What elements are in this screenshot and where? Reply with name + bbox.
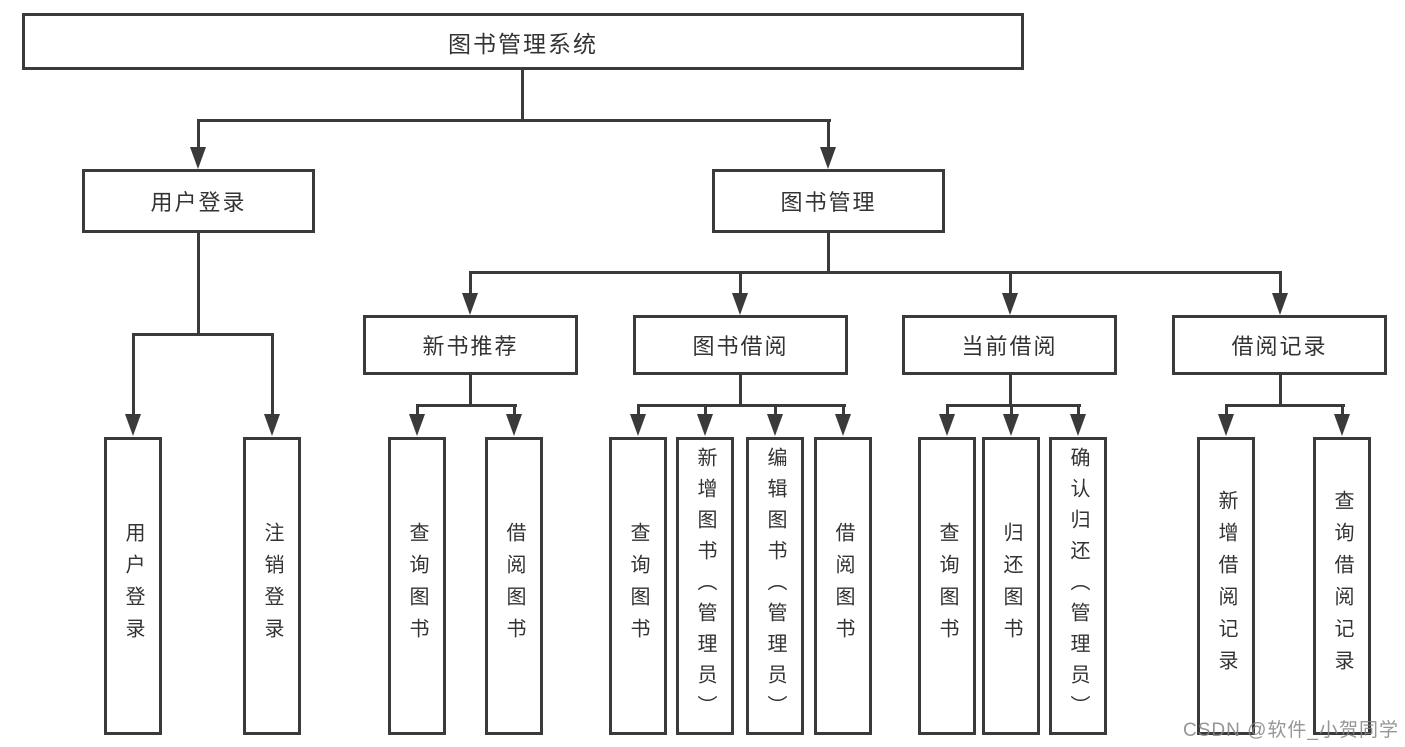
leaf-label: 查询图书 <box>936 522 958 650</box>
node-current-borrowing: 当前借阅 <box>902 315 1117 375</box>
arrow-down-icon <box>630 414 646 436</box>
arrow-down-icon <box>1272 293 1288 315</box>
leaf-borrow-books: 借阅图书 <box>814 437 872 735</box>
node-book-borrowing: 图书借阅 <box>633 315 848 375</box>
node-label: 当前借阅 <box>961 334 1058 359</box>
connector-line <box>197 233 200 336</box>
node-borrowing-records: 借阅记录 <box>1172 315 1387 375</box>
connector-line <box>521 70 524 120</box>
leaf-query-books-borrow: 查询图书 <box>609 437 667 735</box>
arrow-down-icon <box>820 147 836 169</box>
leaf-label: 借阅图书 <box>832 522 854 650</box>
leaf-add-books-admin: 新增图书（管理员） <box>676 437 734 735</box>
connector-line <box>132 333 135 418</box>
leaf-label: 确认归还（管理员） <box>1067 446 1089 726</box>
arrow-down-icon <box>1334 414 1350 436</box>
node-user-login: 用户登录 <box>82 169 315 233</box>
connector-line <box>416 404 517 407</box>
leaf-query-books-recommend: 查询图书 <box>388 437 446 735</box>
connector-line <box>416 404 419 418</box>
connector-line <box>197 119 200 150</box>
connector-line <box>946 404 1081 407</box>
connector-line <box>842 404 845 418</box>
node-label: 用户登录 <box>150 190 247 215</box>
connector-line <box>271 333 274 418</box>
connector-line <box>1225 404 1345 407</box>
leaf-query-borrow-record: 查询借阅记录 <box>1313 437 1371 735</box>
connector-line <box>513 404 516 418</box>
node-label: 图书借阅 <box>692 334 789 359</box>
arrow-down-icon <box>1070 414 1086 436</box>
connector-line <box>469 271 1282 274</box>
leaf-label: 借阅图书 <box>503 522 525 650</box>
connector-line <box>1009 375 1012 407</box>
leaf-logout: 注销登录 <box>243 437 301 735</box>
node-label: 新书推荐 <box>422 334 519 359</box>
leaf-query-books-current: 查询图书 <box>918 437 976 735</box>
arrow-down-icon <box>939 414 955 436</box>
leaf-label: 注销登录 <box>261 522 283 650</box>
node-label: 图书管理系统 <box>448 30 598 57</box>
connector-line <box>637 404 640 418</box>
node-new-book-recommend: 新书推荐 <box>363 315 578 375</box>
connector-line <box>1009 271 1012 297</box>
connector-line <box>739 375 742 407</box>
connector-line <box>132 333 274 336</box>
arrow-down-icon <box>506 414 522 436</box>
connector-line <box>774 404 777 418</box>
arrow-down-icon <box>1003 414 1019 436</box>
leaf-confirm-return-admin: 确认归还（管理员） <box>1049 437 1107 735</box>
arrow-down-icon <box>1002 293 1018 315</box>
node-label: 图书管理 <box>780 190 877 215</box>
leaf-edit-books-admin: 编辑图书（管理员） <box>746 437 804 735</box>
leaf-return-books: 归还图书 <box>982 437 1040 735</box>
connector-line <box>197 119 831 122</box>
connector-line <box>1279 271 1282 297</box>
arrow-down-icon <box>1218 414 1234 436</box>
leaf-user-login: 用户登录 <box>104 437 162 735</box>
leaf-label: 编辑图书（管理员） <box>764 446 786 726</box>
leaf-label: 新增借阅记录 <box>1215 490 1237 682</box>
connector-line <box>1279 375 1282 407</box>
leaf-label: 归还图书 <box>1000 522 1022 650</box>
csdn-watermark: CSDN @软件_小贺同学 <box>1183 720 1399 741</box>
connector-line <box>1225 404 1228 418</box>
node-book-management: 图书管理 <box>712 169 945 233</box>
arrow-down-icon <box>125 414 141 436</box>
arrow-down-icon <box>462 293 478 315</box>
arrow-down-icon <box>697 414 713 436</box>
leaf-label: 查询图书 <box>406 522 428 650</box>
arrow-down-icon <box>190 147 206 169</box>
connector-line <box>469 375 472 407</box>
arrow-down-icon <box>409 414 425 436</box>
arrow-down-icon <box>767 414 783 436</box>
connector-line <box>1010 404 1013 418</box>
arrow-down-icon <box>264 414 280 436</box>
connector-line <box>1341 404 1344 418</box>
leaf-label: 新增图书（管理员） <box>694 446 716 726</box>
node-label: 借阅记录 <box>1231 334 1328 359</box>
connector-line <box>637 404 846 407</box>
leaf-label: 查询图书 <box>627 522 649 650</box>
connector-line <box>469 271 472 297</box>
node-library-management-system: 图书管理系统 <box>22 13 1024 70</box>
connector-line <box>827 119 830 150</box>
connector-line <box>827 233 830 274</box>
arrow-down-icon <box>732 293 748 315</box>
connector-line <box>704 404 707 418</box>
connector-line <box>739 271 742 297</box>
connector-line <box>946 404 949 418</box>
leaf-borrow-books-recommend: 借阅图书 <box>485 437 543 735</box>
connector-line <box>1077 404 1080 418</box>
arrow-down-icon <box>835 414 851 436</box>
leaf-label: 查询借阅记录 <box>1331 490 1353 682</box>
leaf-label: 用户登录 <box>122 522 144 650</box>
leaf-add-borrow-record: 新增借阅记录 <box>1197 437 1255 735</box>
